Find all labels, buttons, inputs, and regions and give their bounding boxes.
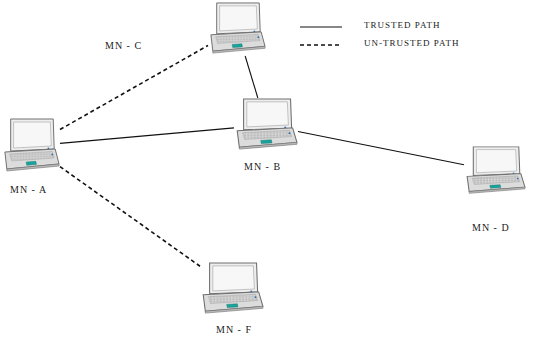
laptop-node: MN - B — [234, 98, 298, 152]
node-label: MN - C — [105, 40, 142, 51]
node-label: MN - A — [10, 184, 47, 195]
legend-text: TRUSTED PATH — [364, 20, 440, 30]
node-label: MN - B — [244, 161, 281, 172]
legend-sample — [300, 39, 344, 51]
laptop-icon — [200, 262, 264, 316]
laptop-icon — [2, 118, 60, 174]
legend-text: UN-TRUSTED PATH — [364, 38, 459, 48]
laptop-node: MN - F — [200, 262, 264, 316]
laptop-node: MN - A — [2, 118, 60, 174]
laptop-icon — [208, 2, 266, 56]
laptop-node: MN - C — [208, 2, 266, 56]
legend-sample — [300, 21, 344, 33]
laptop-icon — [234, 98, 298, 152]
untrusted-path — [60, 167, 200, 267]
trusted-path — [60, 128, 234, 144]
node-label: MN - D — [472, 222, 510, 233]
node-label: MN - F — [216, 324, 252, 335]
trusted-path — [298, 131, 464, 164]
laptop-icon — [464, 146, 526, 196]
trusted-path — [245, 56, 258, 98]
untrusted-path — [60, 45, 208, 129]
laptop-node: MN - D — [464, 146, 526, 196]
